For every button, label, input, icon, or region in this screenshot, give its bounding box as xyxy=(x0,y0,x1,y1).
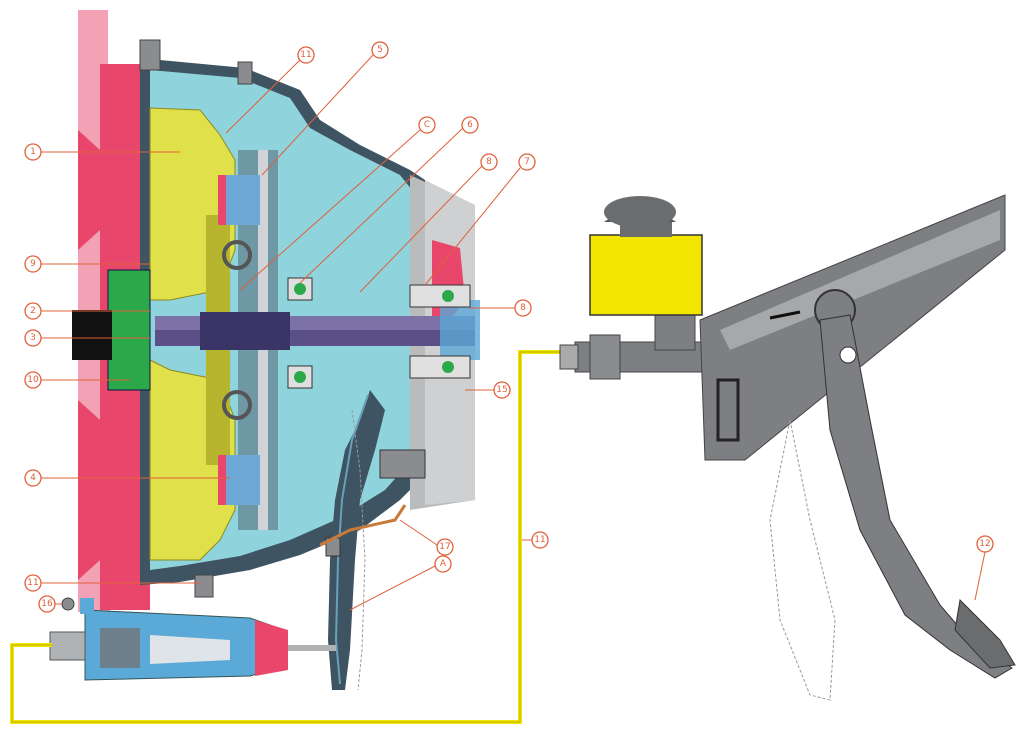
callout-10: 10 xyxy=(24,371,42,389)
callout-5: 5 xyxy=(371,41,389,59)
callout-16: 16 xyxy=(38,595,56,613)
svg-text:10: 10 xyxy=(27,375,39,385)
callout-17: 17 xyxy=(436,538,454,556)
svg-text:A: A xyxy=(440,559,447,569)
callout-11-top: 11 xyxy=(297,46,315,64)
callout-2: 2 xyxy=(24,302,42,320)
callout-15: 15 xyxy=(493,381,511,399)
svg-text:8: 8 xyxy=(520,303,526,313)
callout-1: 1 xyxy=(24,143,42,161)
leader-lines xyxy=(40,54,986,611)
callout-3: 3 xyxy=(24,329,42,347)
callout-6: 6 xyxy=(461,116,479,134)
svg-text:7: 7 xyxy=(524,157,530,167)
svg-text:12: 12 xyxy=(979,539,990,549)
slave-cylinder xyxy=(49,597,336,681)
input-shaft xyxy=(155,300,480,360)
callout-8-side: 8 xyxy=(514,299,532,317)
svg-text:8: 8 xyxy=(486,157,492,167)
release-fork xyxy=(319,390,426,691)
svg-text:11: 11 xyxy=(534,535,545,545)
callout-A: A xyxy=(434,555,452,573)
svg-text:11: 11 xyxy=(27,578,38,588)
callout-12: 12 xyxy=(976,535,994,553)
svg-text:C: C xyxy=(424,120,430,130)
hydraulic-line xyxy=(10,350,560,724)
svg-text:16: 16 xyxy=(41,599,53,609)
bearings xyxy=(287,277,471,389)
svg-text:17: 17 xyxy=(439,542,450,552)
pedal-assembly xyxy=(699,194,1016,701)
svg-text:1: 1 xyxy=(30,147,36,157)
callout-7: 7 xyxy=(518,153,536,171)
svg-text:4: 4 xyxy=(30,473,36,483)
svg-text:15: 15 xyxy=(496,385,507,395)
callout-C: C xyxy=(418,116,436,134)
hub xyxy=(72,269,151,391)
callout-11-lower: 11 xyxy=(24,574,42,592)
svg-text:2: 2 xyxy=(30,306,36,316)
callout-11-line: 11 xyxy=(531,531,549,549)
callout-8-top: 8 xyxy=(480,153,498,171)
pressure-plate xyxy=(149,107,236,561)
svg-text:6: 6 xyxy=(467,120,473,130)
callout-9: 9 xyxy=(24,255,42,273)
svg-text:11: 11 xyxy=(300,50,311,60)
svg-text:3: 3 xyxy=(30,333,36,343)
svg-text:9: 9 xyxy=(30,259,36,269)
callout-4: 4 xyxy=(24,469,42,487)
svg-text:5: 5 xyxy=(377,45,383,55)
bell-housing xyxy=(410,175,475,510)
